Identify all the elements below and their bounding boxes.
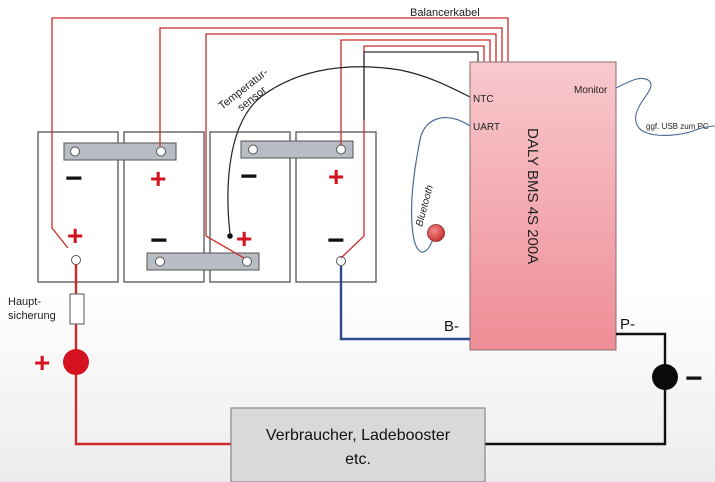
positive-main-wire (74, 264, 231, 446)
cell-1-positive-terminal (71, 255, 81, 265)
bluetooth-label: Bluetooth (414, 184, 436, 228)
negative-terminal-icon (652, 364, 678, 390)
bms-uart-port: UART (473, 122, 500, 133)
load-label-line2: etc. (345, 451, 371, 468)
b-minus-label: B- (444, 318, 459, 335)
cell-1-minus: − (65, 162, 83, 195)
load-box (230, 407, 486, 482)
bus-bars (63, 140, 354, 271)
p-minus-label: P- (620, 316, 635, 333)
cell-2-plus: + (150, 163, 166, 194)
cell-3-plus: + (236, 223, 252, 254)
usb-cable (615, 77, 715, 136)
bus-bar-3-4 (240, 140, 354, 159)
balancer-wire-4 (340, 39, 491, 145)
main-fuse (69, 293, 85, 325)
polarity-marks: − + + − − + + − (65, 160, 345, 257)
bms-monitor-port: Monitor (574, 85, 608, 96)
positive-terminal-icon (63, 349, 89, 375)
temperature-sensor-wire (227, 66, 473, 235)
bms-ntc-port: NTC (473, 94, 494, 105)
cell-2-minus: − (150, 224, 168, 257)
bluetooth-module-icon (427, 224, 445, 242)
balancer-cable-label: Balancerkabel (410, 7, 480, 19)
bus-bar-screw (248, 144, 258, 155)
cell-4-plus: + (328, 161, 344, 192)
bus-bar-screw (156, 146, 166, 157)
fuse-label-line2: sicherung (8, 310, 56, 322)
cell-3-minus: − (240, 160, 258, 193)
balancer-wire-1 (51, 17, 509, 249)
bms-title: DALY BMS 4S 200A (524, 128, 541, 264)
balancer-cables (51, 17, 509, 259)
temperature-sensor-label: Temperatur- sensor (216, 66, 270, 114)
bus-bar-1-2 (63, 142, 177, 161)
b-minus-wire (339, 266, 470, 341)
fuse-label-line1: Haupt- (8, 296, 41, 308)
bms-sense-wire (363, 51, 479, 120)
bus-bar-screw (155, 256, 165, 267)
negative-terminal-mark: − (685, 362, 703, 395)
balancer-wire-5 (340, 45, 485, 259)
usb-label: ggf. USB zum PC (646, 122, 709, 131)
bus-bar-screw (70, 146, 80, 157)
bus-bar-screw (242, 256, 252, 267)
temperature-sensor-probe (227, 233, 233, 239)
bms-unit (469, 61, 617, 351)
bus-bar-2-3 (146, 252, 260, 271)
cell-1-plus: + (67, 220, 83, 251)
bus-bar-screw (336, 144, 346, 155)
load-label-line1: Verbraucher, Ladebooster (266, 427, 451, 444)
cell-4-minus: − (327, 224, 345, 257)
cell-4-negative-terminal (336, 256, 346, 266)
balancer-wire-3 (205, 33, 497, 259)
bluetooth-wire (410, 117, 471, 253)
balancer-wire-2 (159, 27, 503, 146)
positive-terminal-mark: + (34, 347, 50, 378)
